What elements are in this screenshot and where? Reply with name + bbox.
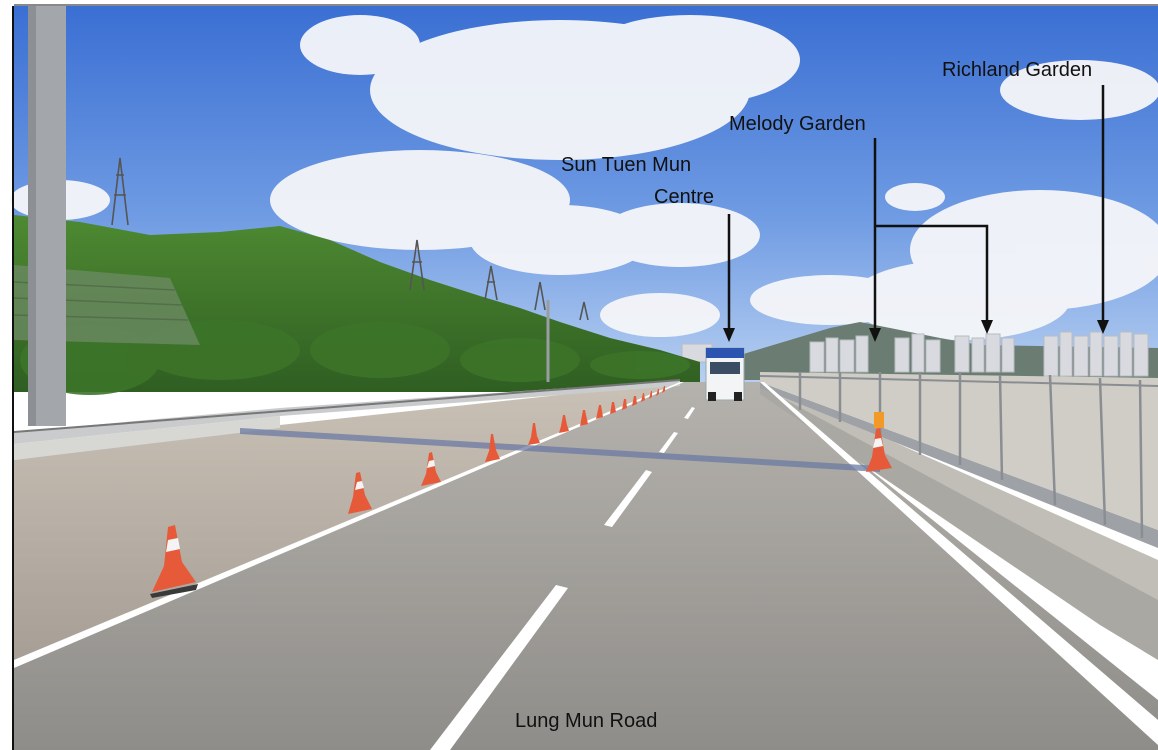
truck [705,347,745,401]
annotation-arrows [727,85,1105,330]
traffic-cones [150,386,892,598]
label-lung-mun-road: Lung Mun Road [515,710,658,732]
photo-frame [10,4,1158,750]
label-richland-garden: Richland Garden [942,59,1093,81]
lane-markings [14,382,1158,750]
traffic-cone [866,412,892,472]
distant-buildings [681,331,1149,377]
arrowheads [723,320,1109,342]
road-surface [14,382,1158,750]
chain-link-fence [798,372,1144,539]
traffic-cone [150,525,198,598]
traffic-cone [348,472,372,514]
left-guardrail [13,379,681,460]
clouds [10,15,1158,340]
rumble-strip [240,428,880,472]
transmission-towers [111,157,589,321]
traffic-cone [559,415,569,433]
label-sun-tuen-mun-line2: Centre [654,186,715,208]
arrow-melody-garden-branch [875,224,989,322]
label-sun-tuen-mun-line1: Sun Tuen Mun [561,154,692,176]
traffic-cone [528,423,540,445]
traffic-cone [421,452,441,486]
traffic-cone [485,434,500,462]
label-melody-garden: Melody Garden [729,113,866,135]
